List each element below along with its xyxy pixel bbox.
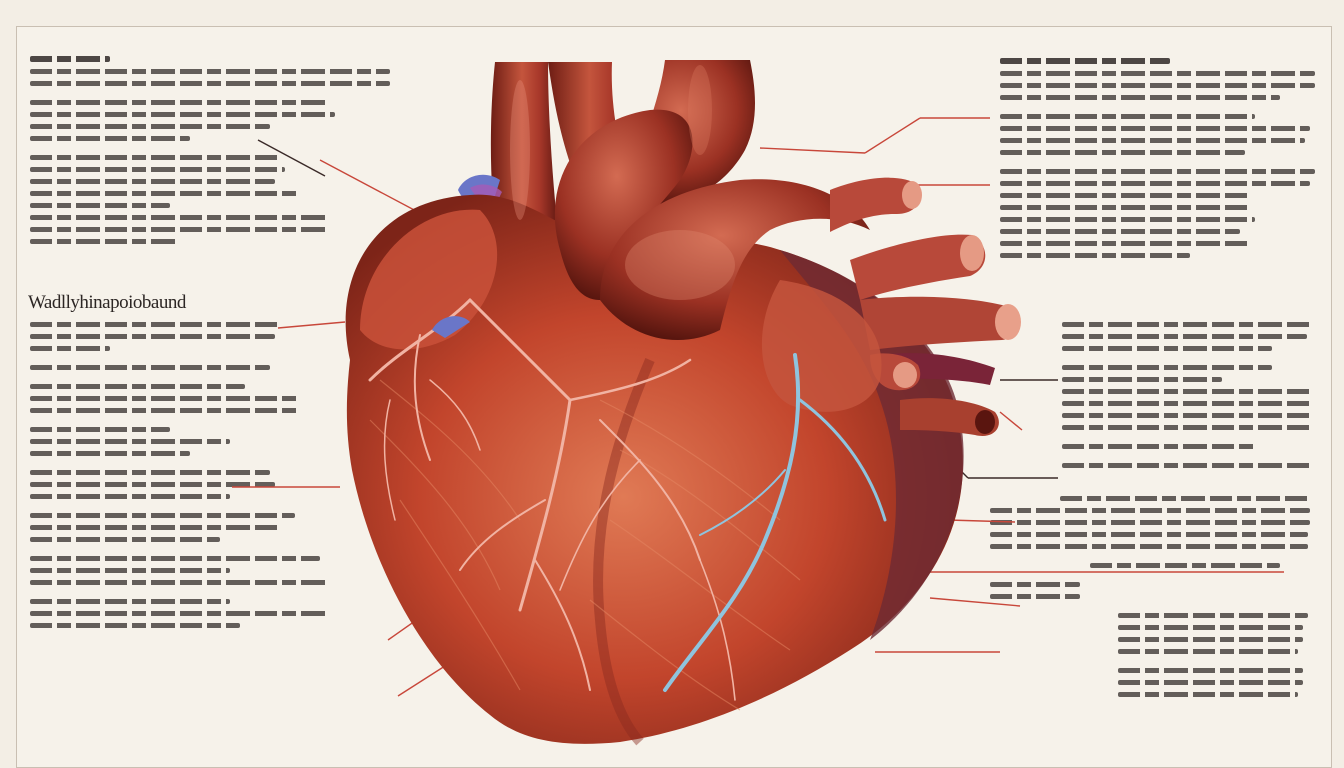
annotation-block (30, 155, 360, 244)
annotation-block (30, 56, 390, 86)
annotation-block (30, 384, 330, 413)
annotation-block (30, 470, 330, 499)
leader-lines (232, 117, 1284, 697)
annotation-block (1118, 668, 1320, 697)
pulmonary-vein-branches (830, 177, 1021, 436)
interventricular-groove (593, 358, 655, 746)
aorta (600, 179, 870, 340)
pulmonary-artery (554, 109, 693, 300)
left-atrium (761, 280, 882, 412)
annotation-block (30, 427, 330, 456)
annotation-block (1062, 463, 1322, 468)
annotation-block (30, 513, 330, 542)
right-annotation-column-mid (1062, 322, 1322, 482)
annotation-block (1062, 322, 1322, 351)
annotation-block (1000, 114, 1320, 155)
annotation-block (30, 556, 330, 585)
annotation-block (990, 582, 1320, 599)
heart-illustration (232, 60, 1284, 746)
annotation-block (990, 496, 1320, 549)
right-annotation-column-lower (990, 496, 1320, 711)
coronary-vein (663, 353, 887, 692)
coronary-arteries (368, 298, 736, 701)
annotation-block (30, 599, 330, 628)
right-annotation-column (1000, 58, 1320, 272)
annotation-block (1000, 58, 1320, 100)
annotation-block (1000, 169, 1320, 258)
muscle-fibers (369, 379, 801, 711)
annotation-block (1062, 444, 1322, 449)
annotation-block (30, 322, 330, 351)
left-ventricle-shadow (780, 250, 964, 640)
annotation-block (30, 365, 330, 370)
annotation-block (1118, 613, 1320, 654)
section-heading: Wadllyhinapoiobaund (28, 292, 186, 313)
annotation-block (1062, 365, 1322, 430)
left-annotation-column (30, 56, 390, 258)
left-annotation-column-lower (30, 322, 330, 642)
annotation-block (990, 563, 1320, 568)
right-atrium (360, 209, 498, 350)
annotation-block (30, 100, 360, 141)
small-vein-stub (432, 316, 470, 338)
